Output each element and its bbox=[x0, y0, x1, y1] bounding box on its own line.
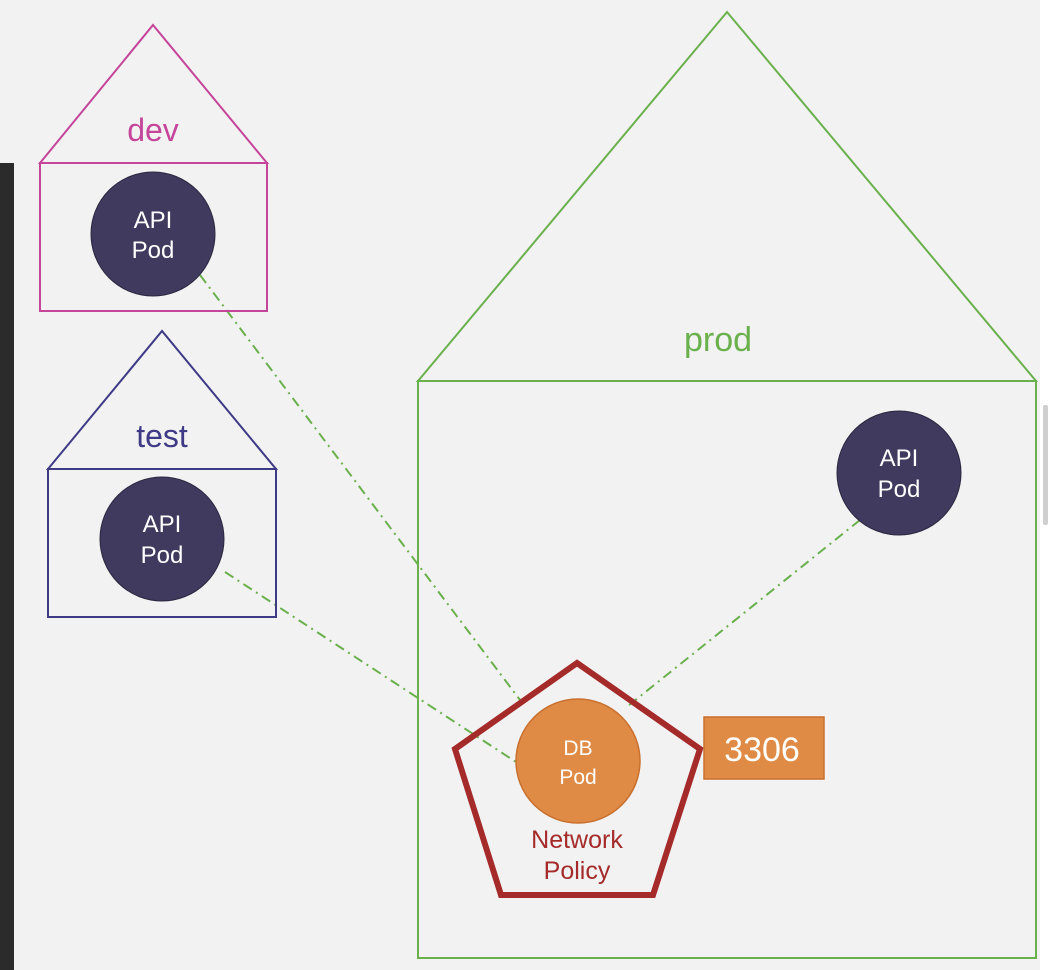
network-policy-label-line1: Network bbox=[531, 826, 623, 854]
db-pod-label-line1: DB bbox=[563, 737, 592, 760]
dev-namespace-body bbox=[39, 162, 268, 312]
test-namespace-label: test bbox=[136, 418, 188, 454]
db-pod[interactable]: DB Pod bbox=[515, 698, 641, 824]
connection-test-to-db bbox=[224, 571, 517, 763]
port-badge: 3306 bbox=[703, 716, 825, 780]
dev-api-pod-label-line1: API bbox=[134, 207, 173, 234]
test-namespace-body bbox=[47, 468, 277, 618]
network-policy-pentagon[interactable] bbox=[451, 659, 704, 898]
network-policy-label-line2: Policy bbox=[544, 857, 611, 885]
prod-api-pod[interactable]: API Pod bbox=[836, 410, 962, 536]
connection-dev-to-db bbox=[199, 274, 521, 701]
dev-api-pod[interactable]: API Pod bbox=[90, 171, 216, 297]
port-badge-box bbox=[703, 716, 825, 780]
connection-prod-to-db bbox=[627, 519, 861, 707]
prod-api-pod-circle bbox=[836, 410, 962, 536]
test-api-pod-label-line1: API bbox=[143, 511, 182, 538]
prod-namespace bbox=[415, 10, 1039, 959]
prod-api-pod-label-line2: Pod bbox=[878, 476, 921, 503]
db-pod-label-line2: Pod bbox=[559, 766, 596, 789]
port-number: 3306 bbox=[724, 731, 800, 769]
scroll-handle[interactable] bbox=[1043, 405, 1048, 525]
dev-api-pod-circle bbox=[90, 171, 216, 297]
test-namespace bbox=[45, 329, 279, 618]
test-api-pod-circle bbox=[99, 476, 225, 602]
prod-namespace-label: prod bbox=[684, 321, 752, 359]
prod-api-pod-label-line1: API bbox=[880, 445, 919, 472]
left-dark-bar bbox=[0, 163, 14, 970]
dev-namespace-label: dev bbox=[127, 112, 179, 148]
db-pod-circle bbox=[515, 698, 641, 824]
test-api-pod[interactable]: API Pod bbox=[99, 476, 225, 602]
prod-namespace-body bbox=[417, 380, 1037, 959]
test-api-pod-label-line2: Pod bbox=[141, 542, 184, 569]
dev-namespace bbox=[37, 23, 270, 312]
dev-api-pod-label-line2: Pod bbox=[132, 237, 175, 264]
